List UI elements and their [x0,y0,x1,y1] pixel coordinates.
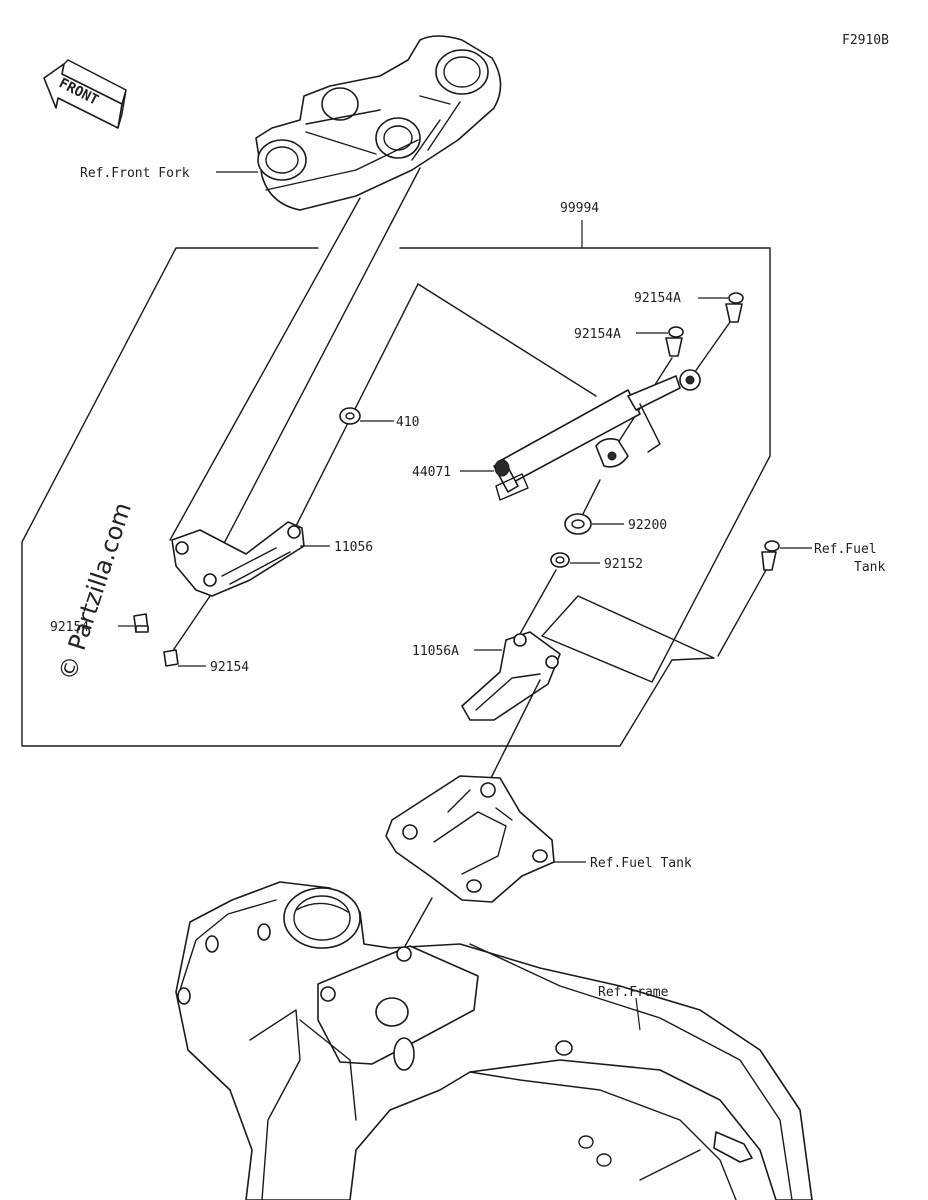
callout-bracket-a: 11056A [412,644,459,659]
bolt-bottom-guide [171,595,211,653]
bracket-11056a [461,631,561,721]
fuel-tank-bolt-right [761,540,780,571]
callout-bolt-a-mid: 92154A [574,327,621,342]
diagram-id: F2910B [842,33,889,48]
callout-bolt-a-top: 92154A [634,291,681,306]
collar-guide [581,479,601,517]
bolt-92154a-top [725,292,744,323]
guide-line-2 [207,167,421,575]
top-triple-clamp [255,35,502,211]
bracket-a-guide [487,679,541,785]
bracket-11056 [171,521,305,597]
callout-ref-front-fork: Ref.Front Fork [80,166,190,181]
washer-92152 [550,552,570,568]
front-arrow-icon: FRONT [43,59,127,129]
callout-bolt-left: 92154 [50,620,89,635]
callout-washer-small: 92152 [604,557,643,572]
callout-ref-fuel-tank-right-1: Ref.Fuel [814,542,877,557]
bolt-a-top-guide [691,321,731,377]
guide-line-3 [295,283,597,527]
motorcycle-frame [175,881,813,1200]
callout-bracket: 11056 [334,540,373,555]
fuel-tank-bolt-guide [717,569,767,657]
callout-ref-fuel-tank-right-2: Tank [854,560,885,575]
callout-ref-fuel-tank: Ref.Fuel Tank [590,856,692,871]
bolt-92154-left [133,613,149,633]
plate-guide [403,897,433,949]
callout-washer: 410 [396,415,419,430]
assembly-outline [21,247,771,747]
frame-leader [635,997,641,1031]
callout-assembly: 99994 [560,201,599,216]
bolt-92154a-mid [665,326,684,357]
guide-line-1 [169,197,361,541]
fuel-tank-mount-plate [385,775,555,903]
steering-damper-44071 [493,369,701,501]
washer-small-guide [519,569,557,635]
watermark: © Partzilla.com [53,499,137,684]
washer-410 [339,407,361,425]
callout-collar: 92200 [628,518,667,533]
callout-ref-frame: Ref.Frame [598,985,669,1000]
callout-damper: 44071 [412,465,451,480]
bolt-92154-bottom [163,649,179,667]
collar-92200 [564,513,592,535]
callout-bolt-bottom: 92154 [210,660,249,675]
